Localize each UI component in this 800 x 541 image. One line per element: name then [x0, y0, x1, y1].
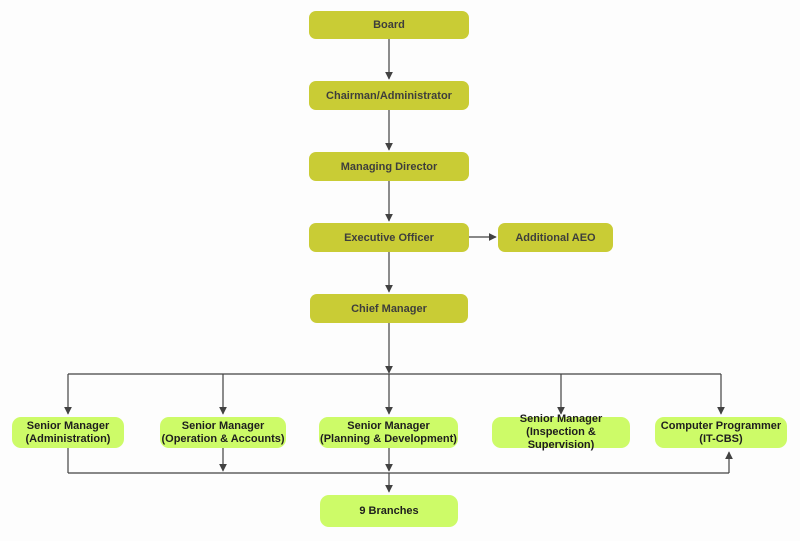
node-senior-manager-operation-accounts-line1: Senior Manager: [181, 419, 265, 432]
node-senior-manager-administration: Senior Manager (Administration): [12, 417, 124, 448]
node-managing-director: Managing Director: [309, 152, 469, 181]
node-senior-manager-inspection-supervision-line2: (Inspection & Supervision): [526, 426, 596, 451]
node-9-branches: 9 Branches: [320, 495, 458, 527]
node-computer-programmer-it-cbs: Computer Programmer (IT-CBS): [655, 417, 787, 448]
node-board: Board: [309, 11, 469, 39]
node-chairman-administrator-label: Chairman/Administrator: [326, 89, 452, 102]
node-additional-aeo: Additional AEO: [498, 223, 613, 252]
node-senior-manager-inspection-supervision: Senior Manager (Inspection & Supervision…: [492, 413, 630, 451]
node-computer-programmer-it-cbs-line2: (IT-CBS): [699, 432, 743, 445]
node-senior-manager-operation-accounts: Senior Manager (Operation & Accounts): [160, 417, 286, 448]
node-executive-officer-label: Executive Officer: [344, 231, 434, 244]
node-9-branches-label: 9 Branches: [359, 504, 419, 517]
node-senior-manager-planning-development-line2: (Planning & Development): [320, 432, 457, 445]
node-computer-programmer-it-cbs-line1: Computer Programmer: [660, 419, 782, 432]
node-board-label: Board: [373, 19, 405, 31]
node-chairman-administrator: Chairman/Administrator: [309, 81, 469, 110]
node-senior-manager-operation-accounts-line2: (Operation & Accounts): [161, 432, 285, 445]
node-senior-manager-planning-development: Senior Manager (Planning & Development): [319, 417, 458, 448]
node-senior-manager-inspection-supervision-line1: Senior Manager: [519, 413, 603, 425]
node-additional-aeo-label: Additional AEO: [515, 231, 596, 244]
node-managing-director-label: Managing Director: [340, 160, 438, 173]
node-senior-manager-administration-line2: (Administration): [25, 432, 111, 445]
node-senior-manager-administration-line1: Senior Manager: [26, 419, 110, 432]
node-senior-manager-planning-development-line1: Senior Manager: [347, 419, 430, 432]
node-chief-manager: Chief Manager: [310, 294, 468, 323]
node-executive-officer: Executive Officer: [309, 223, 469, 252]
node-chief-manager-label: Chief Manager: [351, 302, 427, 315]
